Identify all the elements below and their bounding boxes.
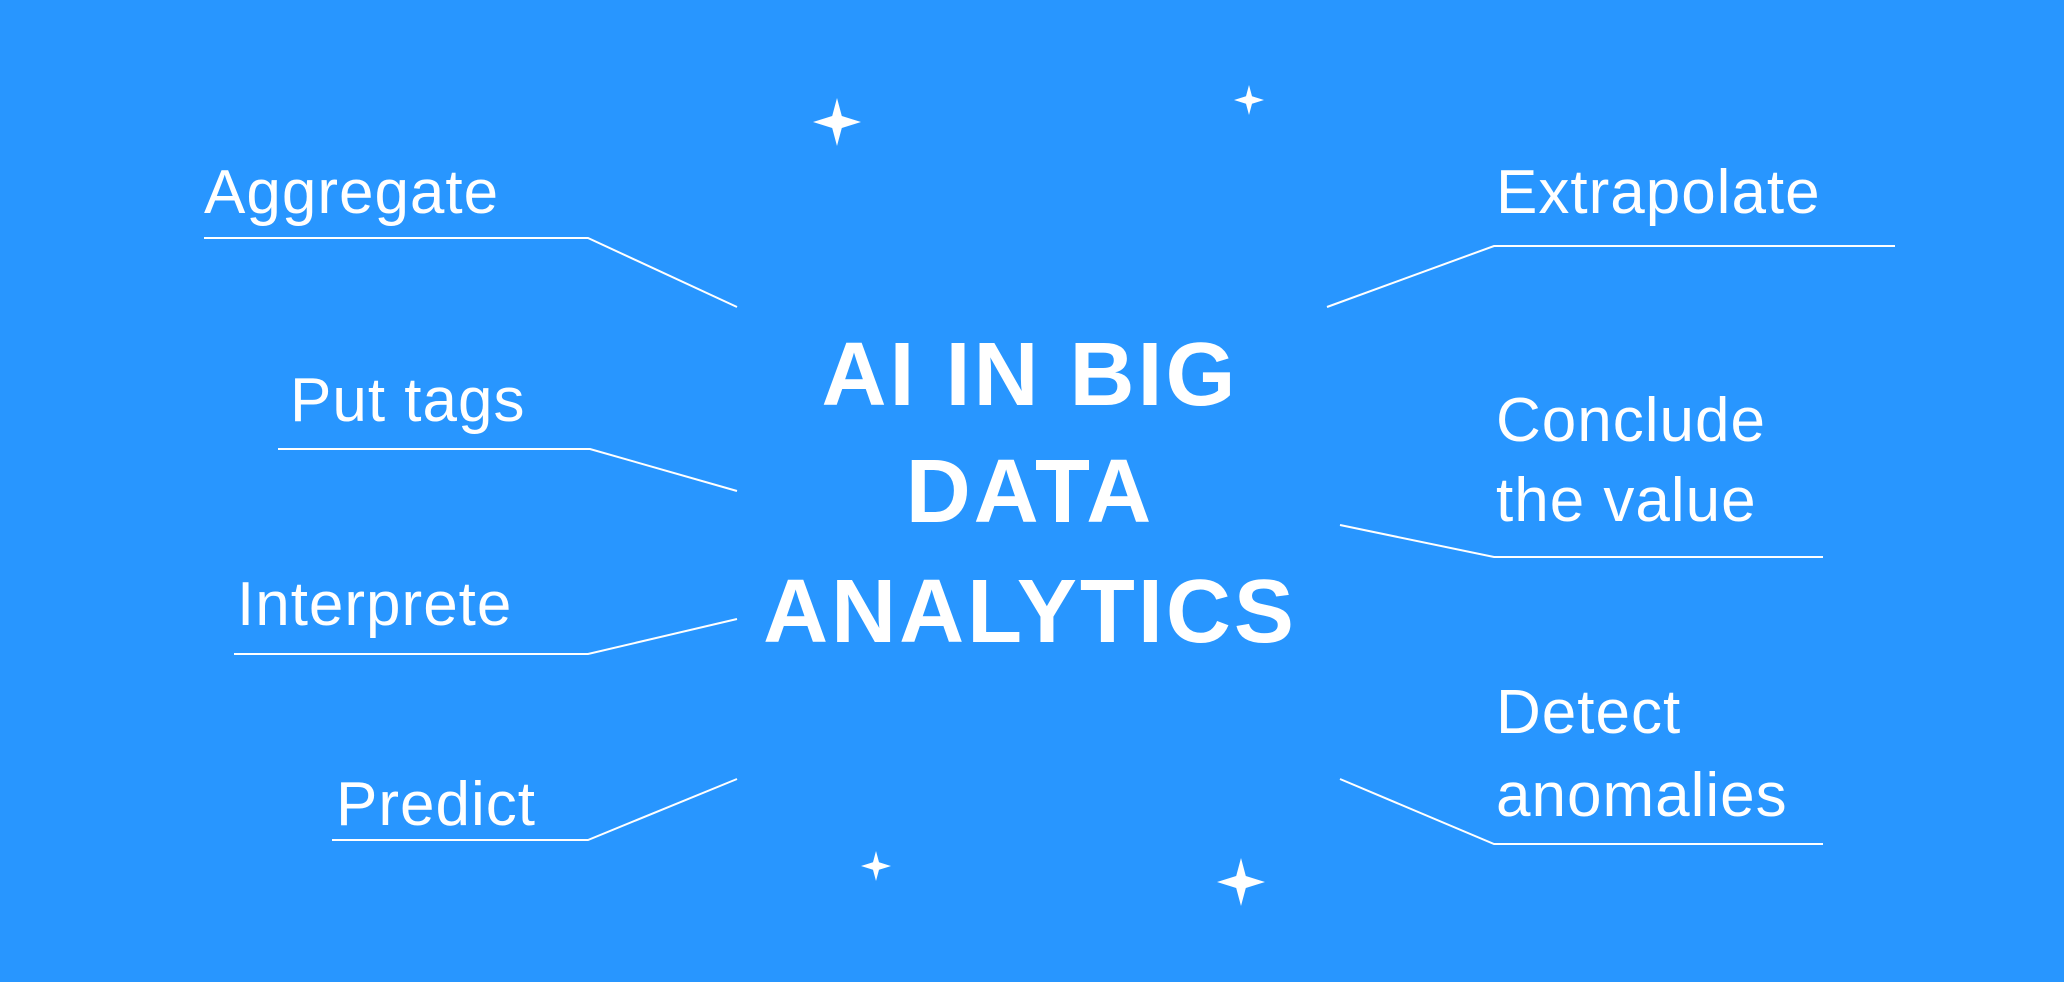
main-title: AI IN BIG DATA ANALYTICS bbox=[763, 325, 1297, 662]
label-put-tags: Put tags bbox=[290, 366, 525, 435]
label-extrapolate: Extrapolate bbox=[1496, 158, 1821, 227]
label-detect-line-1: Detect bbox=[1496, 678, 1681, 747]
connector-line-extrapolate bbox=[1326, 245, 1895, 308]
label-aggregate: Aggregate bbox=[204, 158, 499, 227]
title-line-2: DATA bbox=[906, 442, 1155, 542]
sparkle-star-icon bbox=[813, 98, 861, 146]
label-conclude-line-2: the value bbox=[1496, 466, 1757, 535]
connector-line-predict bbox=[332, 778, 738, 841]
title-line-3: ANALYTICS bbox=[763, 562, 1297, 662]
connector-line-interprete bbox=[234, 618, 738, 655]
label-detect-line-2: anomalies bbox=[1496, 761, 1788, 830]
connector-line-conclude bbox=[1339, 524, 1823, 558]
label-interprete: Interprete bbox=[237, 570, 512, 639]
connector-line-aggregate bbox=[204, 237, 738, 308]
connector-line-put-tags bbox=[278, 448, 738, 492]
sparkle-star-icon bbox=[861, 851, 891, 881]
title-line-1: AI IN BIG bbox=[821, 325, 1238, 425]
sparkle-star-icon bbox=[1234, 85, 1264, 115]
sparkle-star-icon bbox=[1217, 858, 1265, 906]
label-predict: Predict bbox=[336, 770, 536, 839]
connector-line-detect bbox=[1339, 778, 1823, 845]
label-conclude-line-1: Conclude bbox=[1496, 386, 1766, 455]
